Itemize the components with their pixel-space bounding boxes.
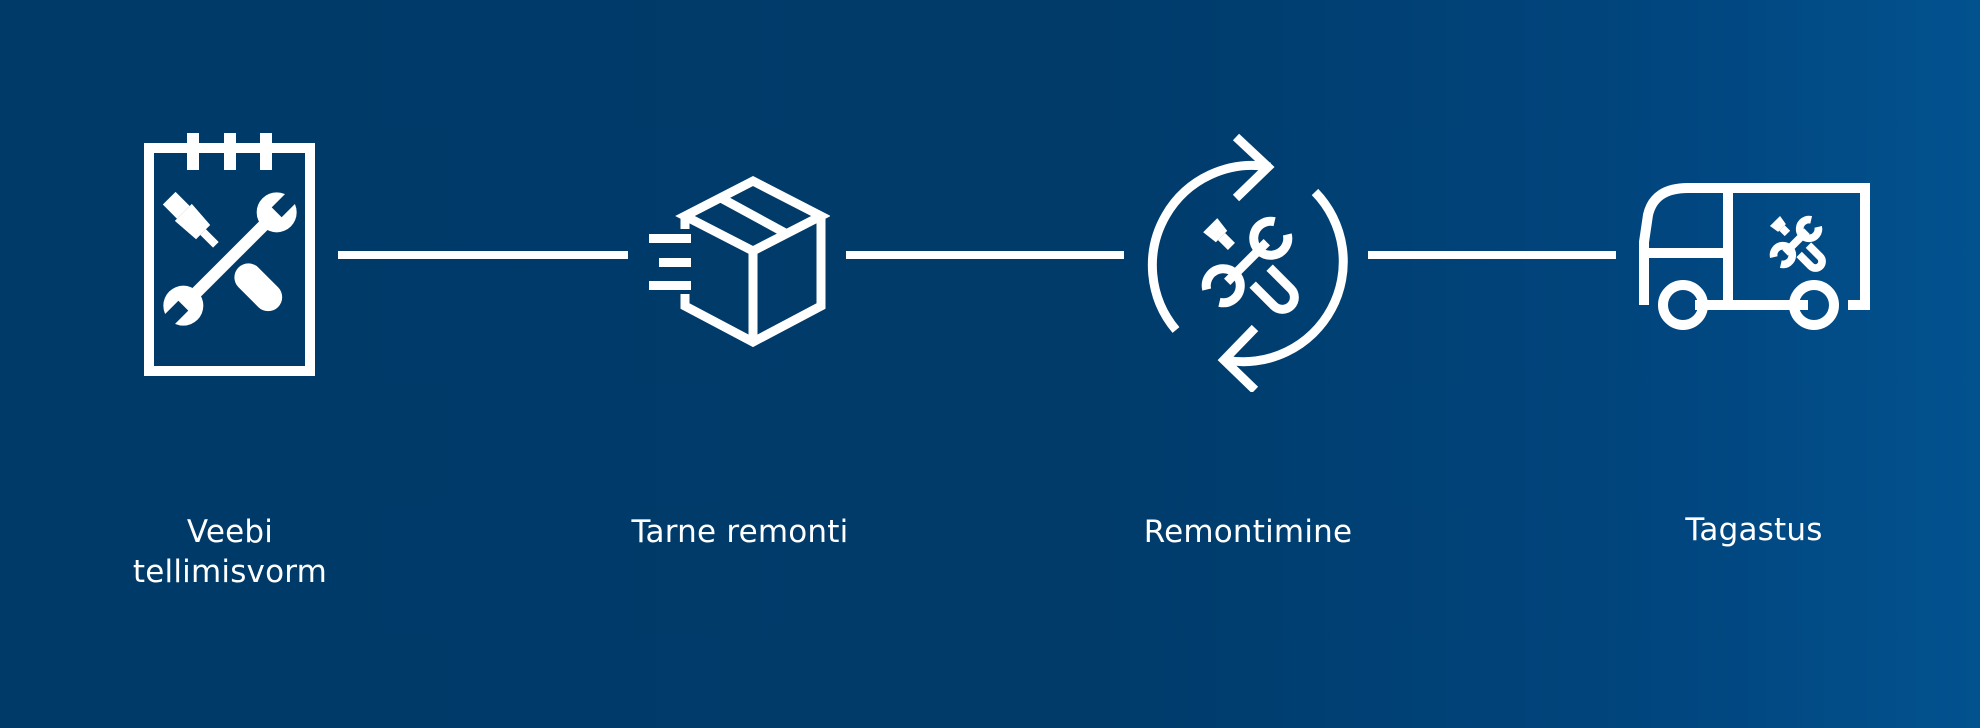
step-label-return: Tagastus — [1614, 510, 1894, 550]
step-label-line1: Tarne remonti — [631, 514, 849, 550]
connector-line-3 — [1368, 251, 1616, 259]
delivery-van-icon — [1636, 180, 1872, 336]
step-label-repairing: Remontimine — [1098, 512, 1398, 552]
step-label-delivery-to-repair: Tarne remonti — [580, 512, 900, 552]
step-label-line2: tellimisvorm — [132, 554, 328, 590]
step-label-line1: Veebi — [186, 514, 274, 550]
shipping-box-icon — [645, 174, 830, 349]
connector-line-2 — [846, 251, 1124, 259]
notepad-tools-icon — [140, 128, 320, 378]
connector-line-1 — [338, 251, 628, 259]
repair-cycle-icon — [1140, 132, 1355, 392]
step-label-online-order-form: Veebi tellimisvorm — [110, 512, 350, 592]
step-label-line1: Tagastus — [1685, 512, 1823, 548]
step-label-line1: Remontimine — [1143, 514, 1353, 550]
